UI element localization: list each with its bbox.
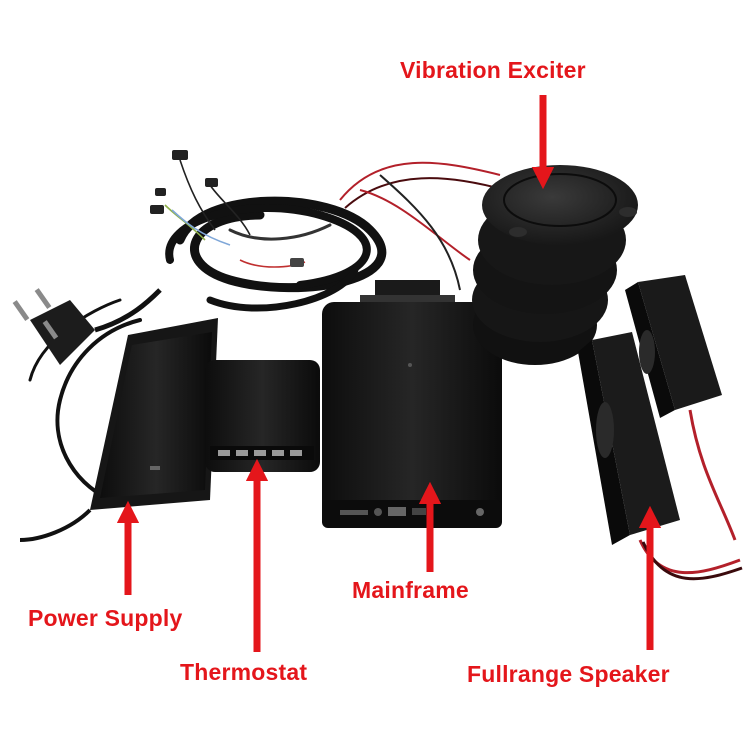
label-fullrange-speaker: Fullrange Speaker (467, 661, 670, 687)
small-connectors (150, 150, 304, 267)
red-cable-bundle (339, 161, 506, 291)
label-thermostat: Thermostat (180, 659, 308, 685)
mainframe-box (322, 280, 502, 528)
small-wires (164, 159, 306, 268)
power-supply-brick (19, 318, 218, 542)
label-mainframe: Mainframe (352, 577, 469, 603)
power-plug (12, 288, 162, 365)
fullrange-speaker-right (625, 275, 737, 541)
thermostat-box (205, 360, 320, 472)
label-vibration-exciter: Vibration Exciter (400, 57, 586, 83)
label-power-supply: Power Supply (28, 605, 183, 631)
vibration-exciter-stack (472, 165, 638, 365)
